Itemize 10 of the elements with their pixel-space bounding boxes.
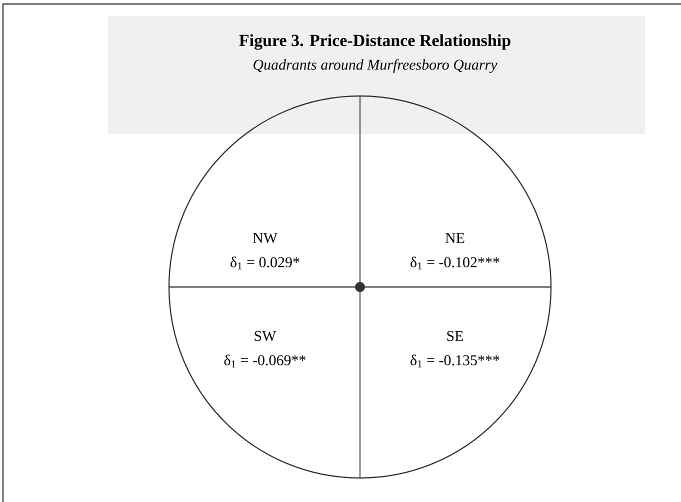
quadrant-label: NE	[445, 233, 464, 243]
coefficient-label: δ$_{1}$ = -0.069**	[224, 354, 306, 368]
quadrant-label: SW	[254, 330, 276, 342]
coefficient-label: δ$_{1}$ = -0.102***	[410, 256, 500, 270]
quadrant-label: SE	[447, 330, 463, 342]
coefficient-label: δ$_{1}$ = -0.135***	[410, 354, 500, 368]
coefficient-label: δ$_{1}$ = 0.029*	[230, 256, 300, 270]
quadrant-label: NW	[252, 232, 278, 243]
figure-title: Figure 3. Price-Distance Relationship	[239, 34, 510, 50]
figure-subtitle: Quadrants around Murfreesboro Quarry	[254, 59, 498, 73]
